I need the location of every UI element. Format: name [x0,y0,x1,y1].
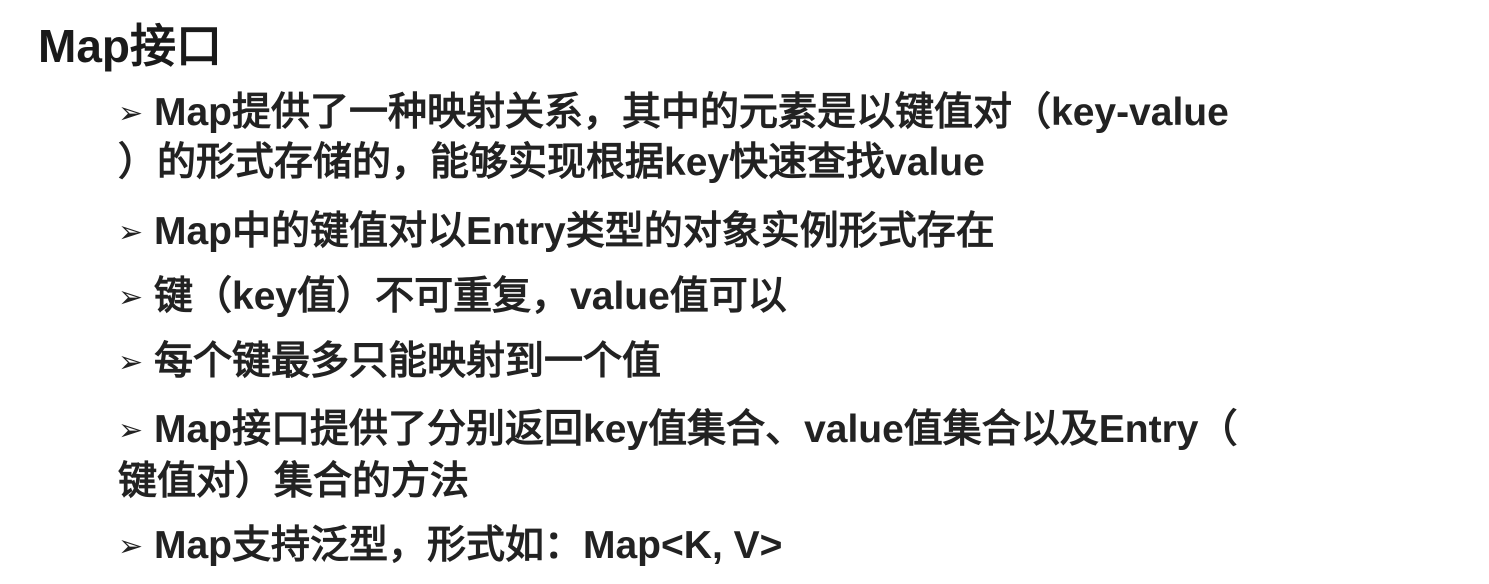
arrowhead-bullet-icon: ➢ [118,530,144,563]
item-text: Map支持泛型，形式如：Map<K, V> [154,524,783,567]
list-item: ➢ Map接口提供了分别返回key值集合、value值集合以及Entry（ [118,406,1238,455]
list-item-continuation: 键值对）集合的方法 [118,460,470,503]
item-text: Map提供了一种映射关系，其中的元素是以键值对（key-value [154,91,1229,134]
list-item: ➢ Map中的键值对以Entry类型的对象实例形式存在 [118,208,995,257]
item-text: Map接口提供了分别返回key值集合、value值集合以及Entry（ [154,408,1238,451]
arrowhead-bullet-icon: ➢ [118,281,144,314]
item-text: 每个键最多只能映射到一个值 [154,340,662,383]
arrowhead-bullet-icon: ➢ [118,414,144,447]
list-item: ➢ Map提供了一种映射关系，其中的元素是以键值对（key-value [118,89,1229,138]
item-text: Map中的键值对以Entry类型的对象实例形式存在 [154,210,995,253]
list-item-continuation: ）的形式存储的，能够实现根据key快速查找value [118,141,985,184]
list-item: ➢ Map支持泛型，形式如：Map<K, V> [118,522,782,571]
list-item: ➢ 键（key值）不可重复，value值可以 [118,273,787,322]
arrowhead-bullet-icon: ➢ [118,216,144,249]
arrowhead-bullet-icon: ➢ [118,346,144,379]
list-item: ➢ 每个键最多只能映射到一个值 [118,338,661,387]
item-text: 键（key值）不可重复，value值可以 [154,275,787,318]
slide-title: Map接口 [38,20,222,72]
arrowhead-bullet-icon: ➢ [118,97,144,130]
